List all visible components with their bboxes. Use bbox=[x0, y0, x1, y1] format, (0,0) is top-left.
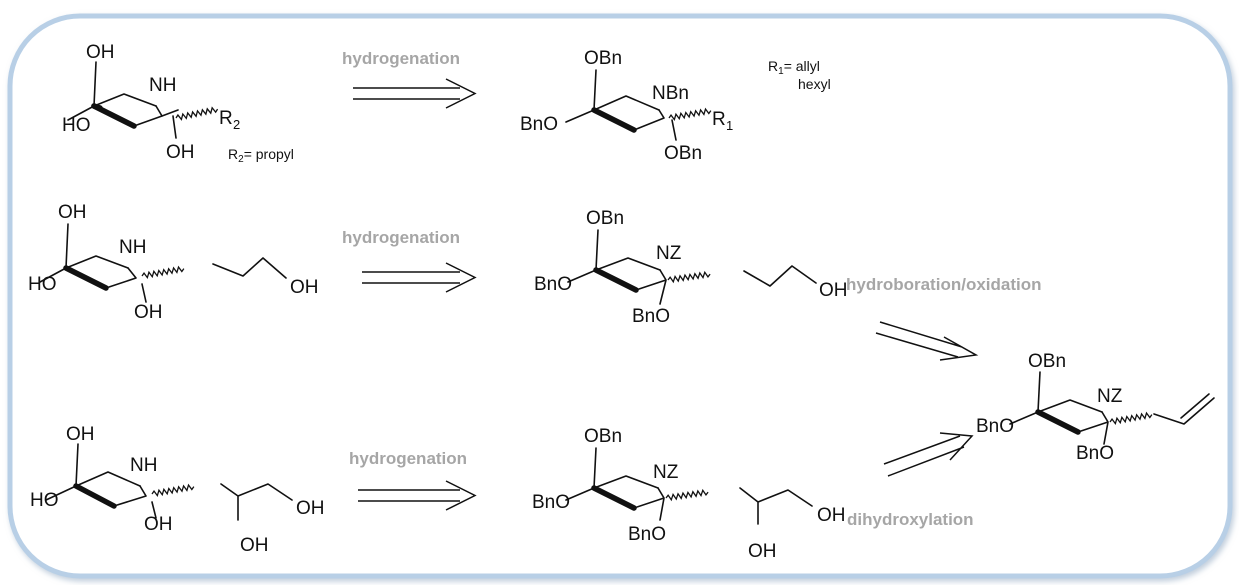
nh-label: NH bbox=[130, 455, 157, 476]
nz-label: NZ bbox=[656, 243, 682, 264]
oh-label: OH bbox=[748, 541, 777, 562]
hydrogenation-label: hydrogenation bbox=[342, 228, 460, 247]
ho-label: HO bbox=[62, 115, 91, 136]
hydroboration-arrow bbox=[875, 321, 979, 361]
bno-label: BnO bbox=[1076, 443, 1114, 464]
row1-product: OBn NBn BnO OBn R 1 bbox=[520, 48, 733, 164]
oh-label: OH bbox=[58, 202, 87, 223]
obn-label: OBn bbox=[584, 426, 622, 447]
scheme-frame bbox=[7, 13, 1233, 579]
oh-label: OH bbox=[240, 535, 269, 556]
hydroboration-oxidation-label: hydroboration/oxidation bbox=[846, 275, 1042, 294]
oh-label: OH bbox=[144, 514, 173, 535]
bno-label: BnO bbox=[628, 524, 666, 545]
oh-label: OH bbox=[290, 277, 319, 298]
obn-label: OBn bbox=[584, 48, 622, 69]
row3-reactant: OH NH HO OH OH OH bbox=[30, 424, 325, 556]
nz-label: NZ bbox=[1097, 386, 1123, 407]
bno-label: BnO bbox=[520, 114, 558, 135]
bno-label: BnO bbox=[632, 306, 670, 327]
nh-label: NH bbox=[119, 237, 146, 258]
ho-label: HO bbox=[30, 490, 59, 511]
nz-label: NZ bbox=[653, 462, 679, 483]
r1-index: 1 bbox=[726, 118, 733, 133]
row1-arrow bbox=[353, 78, 477, 109]
r2-definition: R2= propyl bbox=[228, 146, 294, 165]
oh-label: OH bbox=[66, 424, 95, 445]
oh-label: OH bbox=[134, 302, 163, 323]
oh-label: OH bbox=[86, 42, 115, 63]
r1-label: R bbox=[712, 109, 726, 130]
row3-arrow bbox=[358, 480, 477, 511]
ho-label: HO bbox=[28, 274, 57, 295]
nh-label: NH bbox=[149, 75, 176, 96]
obn-label: OBn bbox=[664, 143, 702, 164]
bno-label: BnO bbox=[532, 492, 570, 513]
bno-label: BnO bbox=[976, 416, 1014, 437]
r2-label: R bbox=[219, 108, 233, 129]
nbn-label: NBn bbox=[652, 83, 689, 104]
row2-product: OBn NZ BnO BnO OH bbox=[534, 208, 848, 327]
row2-arrow bbox=[362, 262, 477, 293]
final-product: OBn NZ BnO BnO bbox=[976, 351, 1215, 464]
hydrogenation-label: hydrogenation bbox=[342, 49, 460, 68]
oh-label: OH bbox=[296, 498, 325, 519]
obn-label: OBn bbox=[1028, 351, 1066, 372]
oh-label: OH bbox=[166, 142, 195, 163]
dihydroxylation-label: dihydroxylation bbox=[847, 510, 974, 529]
row2-reactant: OH NH HO OH OH bbox=[28, 202, 319, 323]
row1-reactant: OH NH HO OH R 2 bbox=[62, 42, 240, 163]
r1-definition-line2: hexyl bbox=[798, 76, 831, 92]
oh-label: OH bbox=[819, 280, 848, 301]
r1-definition: R1= allyl bbox=[768, 58, 820, 77]
row3-product: OBn NZ BnO BnO OH OH bbox=[532, 426, 846, 562]
oh-label: OH bbox=[817, 505, 846, 526]
bno-label: BnO bbox=[534, 274, 572, 295]
dihydroxylation-arrow bbox=[883, 432, 974, 477]
r2-index: 2 bbox=[233, 117, 240, 132]
obn-label: OBn bbox=[586, 208, 624, 229]
hydrogenation-label: hydrogenation bbox=[349, 449, 467, 468]
